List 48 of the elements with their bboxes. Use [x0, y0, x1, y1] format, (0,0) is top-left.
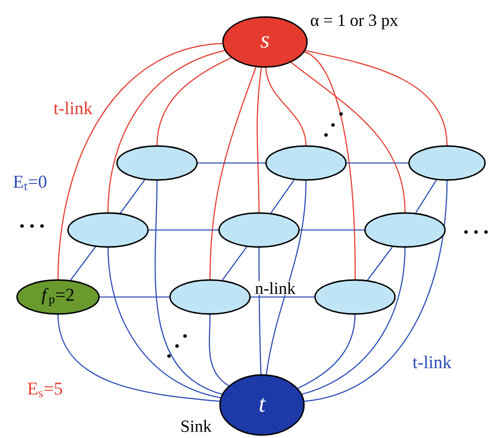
link-line: [107, 50, 226, 213]
link-line: [57, 42, 223, 280]
pixel-node: [408, 145, 486, 181]
link-label: t-link: [412, 356, 452, 368]
link-line: [148, 229, 219, 231]
link-line: [299, 229, 365, 231]
link-line: [107, 247, 222, 398]
pixel-node: [265, 145, 347, 181]
link-line: [290, 62, 406, 213]
link-line: [297, 314, 356, 389]
link-line: [301, 247, 406, 395]
source-node: s: [222, 16, 308, 68]
link-line: [156, 57, 232, 146]
link-line: [208, 314, 230, 386]
link-line: [366, 246, 394, 281]
pixel-node: [116, 145, 198, 181]
link-line: [304, 51, 356, 280]
link-label: t-link: [54, 102, 93, 114]
link-line: [270, 179, 295, 214]
link-line: [197, 162, 266, 164]
link-line: [57, 314, 220, 402]
link-line: [209, 66, 257, 280]
pixel-node: [364, 212, 446, 248]
link-line: [304, 50, 448, 146]
link-line: [258, 247, 262, 375]
link-line: [266, 180, 307, 376]
pixel-node: [218, 212, 300, 248]
link-line: [70, 246, 96, 281]
link-line: [154, 180, 223, 395]
link-line: [99, 296, 170, 298]
node-caption: α = 1 or 3 px: [310, 14, 398, 30]
link-line: [256, 67, 262, 213]
pixel-node: [169, 279, 251, 315]
pixel-node: [314, 279, 396, 315]
link-label: E$_{s}$=5: [28, 382, 62, 398]
sink-node: t: [219, 374, 305, 436]
link-line: [265, 67, 307, 146]
link-line: [414, 179, 438, 214]
node-caption: Sink: [182, 420, 212, 432]
link-line: [346, 162, 409, 164]
link-line: [222, 246, 248, 281]
edge-label: n-link: [254, 281, 297, 295]
link-line: [250, 296, 315, 298]
pixel-node: f$_{p}$=2: [16, 279, 100, 315]
link-line: [304, 180, 448, 402]
link-label: E$_{t}$=0: [13, 176, 46, 190]
pixel-node: [67, 212, 149, 248]
link-line: [120, 179, 146, 214]
